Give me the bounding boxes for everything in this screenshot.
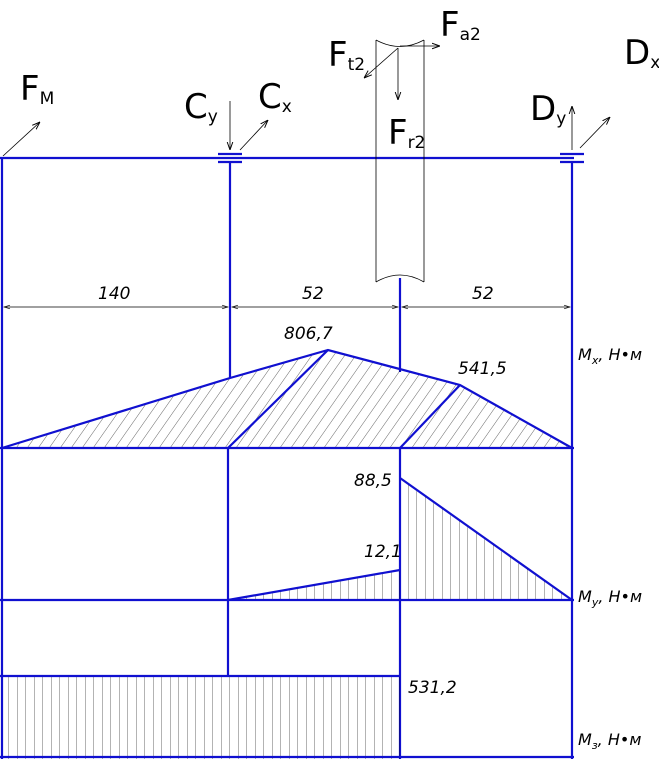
mz-value: 531,2 [408,678,457,698]
ft2-label: Ft2 [328,35,365,75]
dimension-middle: 52 [302,284,324,304]
cx-arrow [239,120,268,151]
gear-outline [375,39,425,283]
ft2-arrow [364,47,399,78]
mz-unit-label: Mз, Н•м [578,730,641,752]
fm-arrow [2,122,40,157]
my-diagram [0,477,574,602]
fm-label: FM [20,69,54,109]
my-value-max: 88,5 [354,471,392,491]
mx-value-max: 806,7 [284,324,333,344]
my-unit-label: My, Н•м [578,587,642,609]
mx-value-right: 541,5 [458,359,507,379]
shaft-scheme [0,39,610,283]
dx-label: Dx [624,33,659,73]
dimension-left: 140 [98,284,130,304]
mz-diagram [0,674,574,759]
fa2-label: Fa2 [440,5,481,45]
mx-unit-label: Mx, Н•м [578,345,642,367]
my-value-left: 12,1 [364,542,402,562]
fr2-label: Fr2 [388,113,425,153]
cy-label: Cy [184,87,218,127]
mx-diagram [0,348,574,450]
station-lines [0,158,574,759]
dx-arrow [579,117,610,149]
cx-label: Cx [258,77,292,117]
dimension-right: 52 [472,284,494,304]
dy-label: Dy [530,89,566,129]
